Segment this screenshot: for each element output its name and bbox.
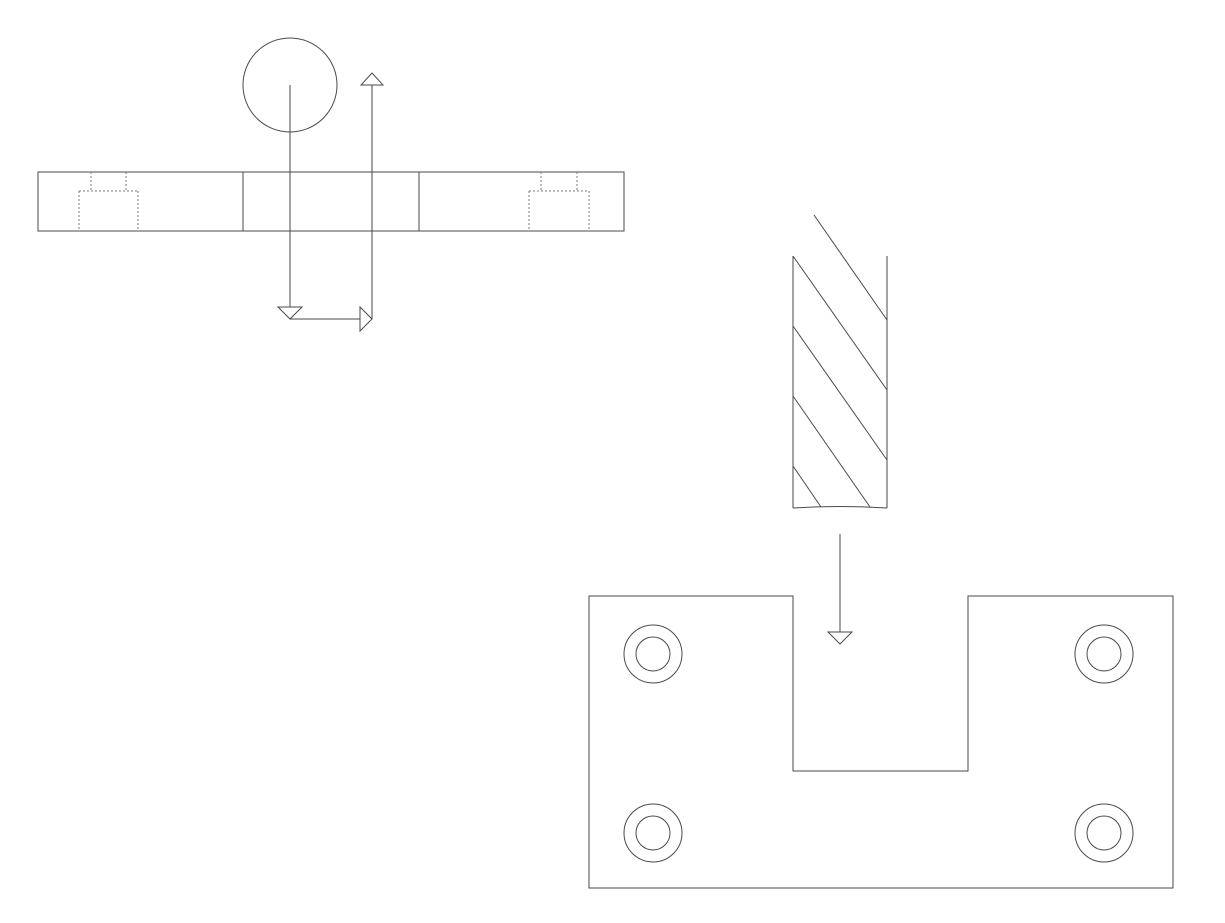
- up-arrow: [359, 72, 385, 319]
- front-view: [588, 595, 1174, 889]
- insertion-arrow: [826, 534, 854, 645]
- mounting-hole-bottom-right: [1074, 803, 1134, 863]
- top-view: [37, 37, 625, 333]
- mounting-hole-top-left: [623, 624, 683, 684]
- plate-outline: [588, 595, 1174, 889]
- section-hatching: [792, 214, 888, 508]
- right-arrow: [290, 305, 373, 333]
- hidden-counterbore-right: [528, 172, 590, 231]
- section-view: [792, 214, 888, 509]
- hidden-counterbore-left: [78, 172, 139, 231]
- section-bottom-edge: [792, 506, 888, 509]
- mounting-hole-bottom-left: [623, 803, 683, 863]
- bar-outline: [37, 171, 625, 232]
- down-arrow: [276, 85, 304, 320]
- mounting-hole-top-right: [1074, 624, 1134, 684]
